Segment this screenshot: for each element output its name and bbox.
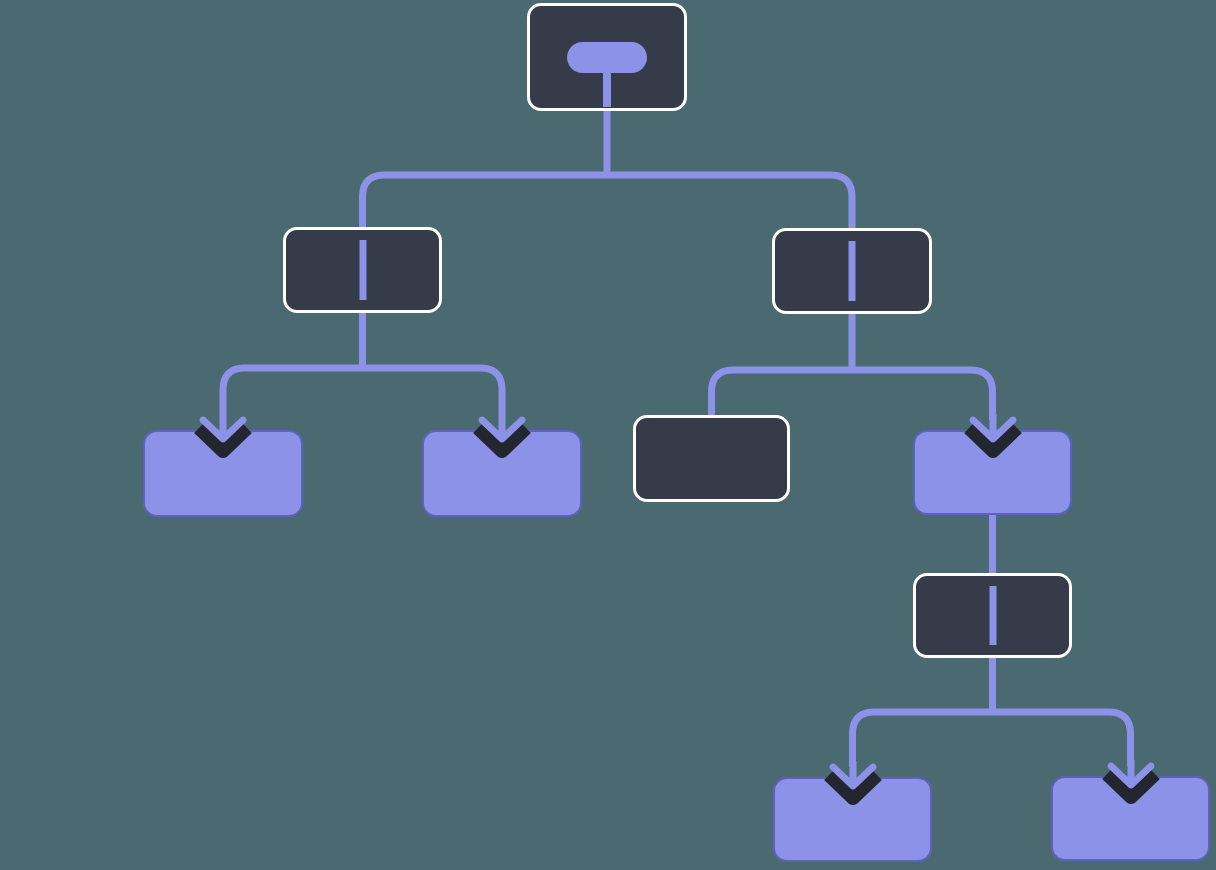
flow-node-branch-right[interactable] xyxy=(772,228,932,314)
flow-node-branch-bottom[interactable] xyxy=(913,573,1072,658)
collapsed-children-icon xyxy=(567,42,647,73)
collapsed-children-stem xyxy=(603,69,611,107)
flow-node-leaf-right[interactable] xyxy=(913,430,1072,515)
flow-node-leaf-left-2[interactable] xyxy=(422,430,582,517)
flow-node-leaf-left-1[interactable] xyxy=(143,430,303,517)
flow-node-node-right-1[interactable] xyxy=(633,415,790,502)
flow-node-leaf-bottom-1[interactable] xyxy=(773,777,932,862)
flow-node-root[interactable] xyxy=(527,3,687,111)
pass-through-line-icon xyxy=(989,586,996,645)
flow-node-branch-left[interactable] xyxy=(283,227,442,313)
pass-through-line-icon xyxy=(359,240,366,300)
flow-node-leaf-bottom-2[interactable] xyxy=(1051,776,1210,861)
pass-through-line-icon xyxy=(848,241,856,301)
